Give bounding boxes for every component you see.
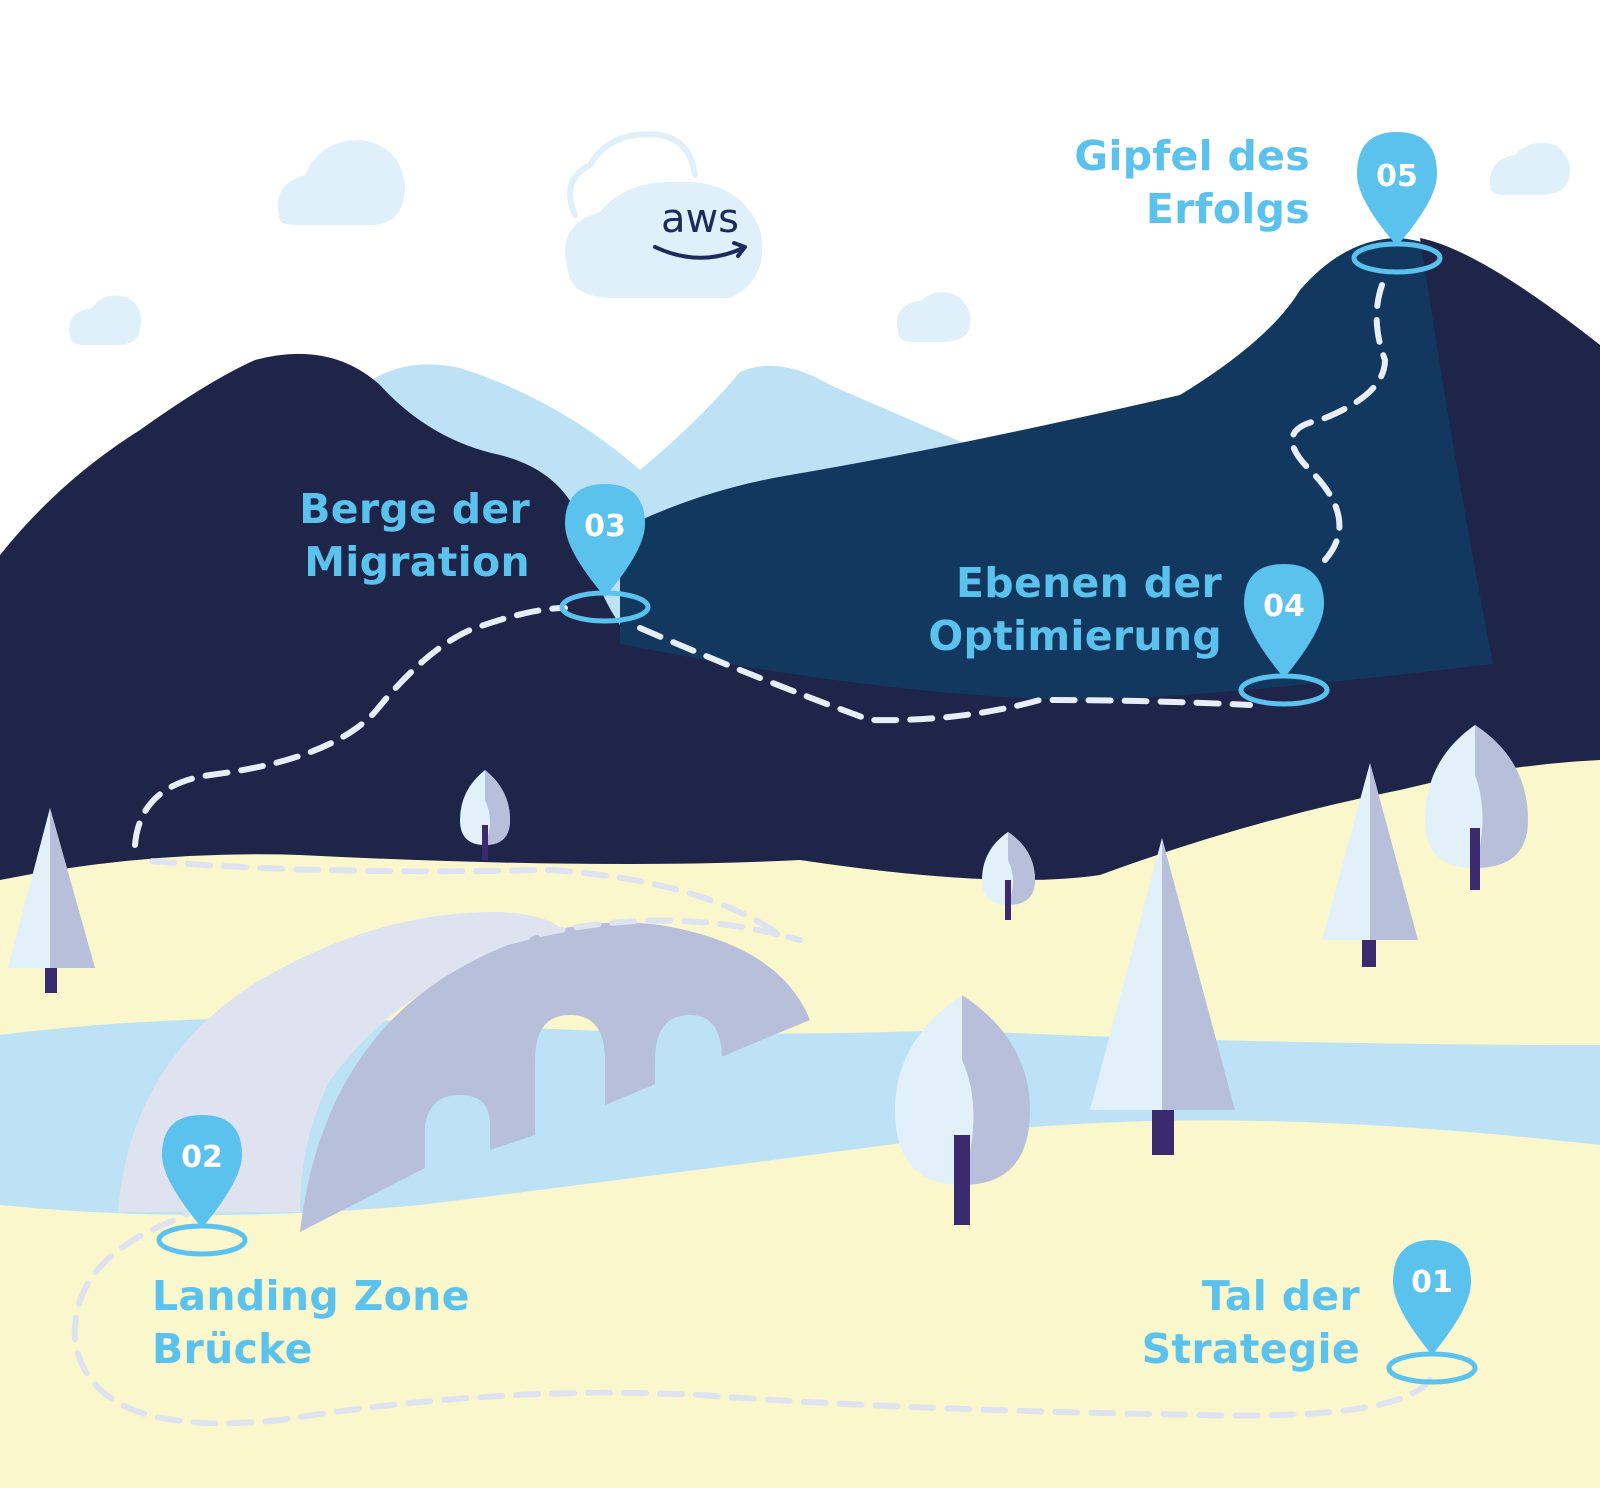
round-tree-shade <box>962 995 1030 1185</box>
tree-trunk <box>1470 828 1480 890</box>
pin-01[interactable]: 01 <box>1386 1240 1478 1385</box>
stage-label-line2: Migration <box>304 538 530 586</box>
trees <box>8 725 1528 1225</box>
stage-label-line1: Tal der <box>1201 1272 1360 1320</box>
stage-label-line2: Erfolgs <box>1145 185 1310 233</box>
stage-label-01: Tal der Strategie <box>1120 1270 1360 1376</box>
stage-label-line1: Ebenen der <box>956 559 1222 607</box>
stage-label-line2: Optimierung <box>928 612 1222 660</box>
pin-number: 04 <box>1263 589 1305 624</box>
stage-label-line1: Landing Zone <box>152 1272 470 1320</box>
stage-label-04: Ebenen der Optimierung <box>900 557 1222 663</box>
round-tree-shade <box>485 770 510 845</box>
tree-trunk <box>482 825 488 860</box>
stage-label-02: Landing Zone Brücke <box>152 1270 470 1376</box>
aws-logo: aws <box>653 196 747 260</box>
pine-tree-shade <box>1370 763 1418 940</box>
tree-trunk <box>45 968 57 993</box>
cloud <box>277 140 405 225</box>
round-tree-shade <box>1008 832 1035 905</box>
pin-number: 03 <box>584 509 626 544</box>
pine-tree-shade <box>1162 838 1235 1110</box>
tree-trunk <box>1005 880 1011 920</box>
pin-02[interactable]: 02 <box>156 1115 248 1257</box>
mountain-right-edge <box>1420 238 1600 700</box>
stage-label-05: Gipfel des Erfolgs <box>1050 130 1310 236</box>
stage-label-line1: Berge der <box>299 485 530 533</box>
cloud-outline <box>567 131 698 218</box>
cloud <box>565 181 762 298</box>
pin-number: 02 <box>181 1140 223 1175</box>
stage-label-line1: Gipfel des <box>1074 132 1310 180</box>
stage-label-line2: Brücke <box>152 1325 313 1373</box>
summit-mountain <box>620 238 1600 760</box>
tree-trunk <box>1152 1110 1174 1155</box>
path-mountain-dashed <box>132 282 1389 848</box>
stage-label-03: Berge der Migration <box>270 483 530 589</box>
stage-label-line2: Strategie <box>1141 1325 1360 1373</box>
tree-trunk <box>954 1135 970 1225</box>
pin-04[interactable]: 04 <box>1238 564 1330 707</box>
aws-smile-icon <box>653 245 745 260</box>
cloud <box>69 295 142 345</box>
bridge-arch-window <box>655 1015 722 1095</box>
pin-number: 01 <box>1411 1265 1453 1300</box>
round-tree-shade <box>1475 725 1528 868</box>
cloud <box>897 291 971 342</box>
pin-05[interactable]: 05 <box>1351 132 1443 275</box>
clouds <box>69 140 1570 345</box>
pine-tree-shade <box>50 808 95 968</box>
logo-text: aws <box>661 196 739 242</box>
path-meadow-dashed <box>71 857 1433 1427</box>
bridge-front-arch <box>300 922 810 1232</box>
cloud <box>1489 142 1570 195</box>
pin-number: 05 <box>1376 159 1418 194</box>
tree-trunk <box>1362 940 1376 967</box>
pin-03[interactable]: 03 <box>559 484 651 624</box>
